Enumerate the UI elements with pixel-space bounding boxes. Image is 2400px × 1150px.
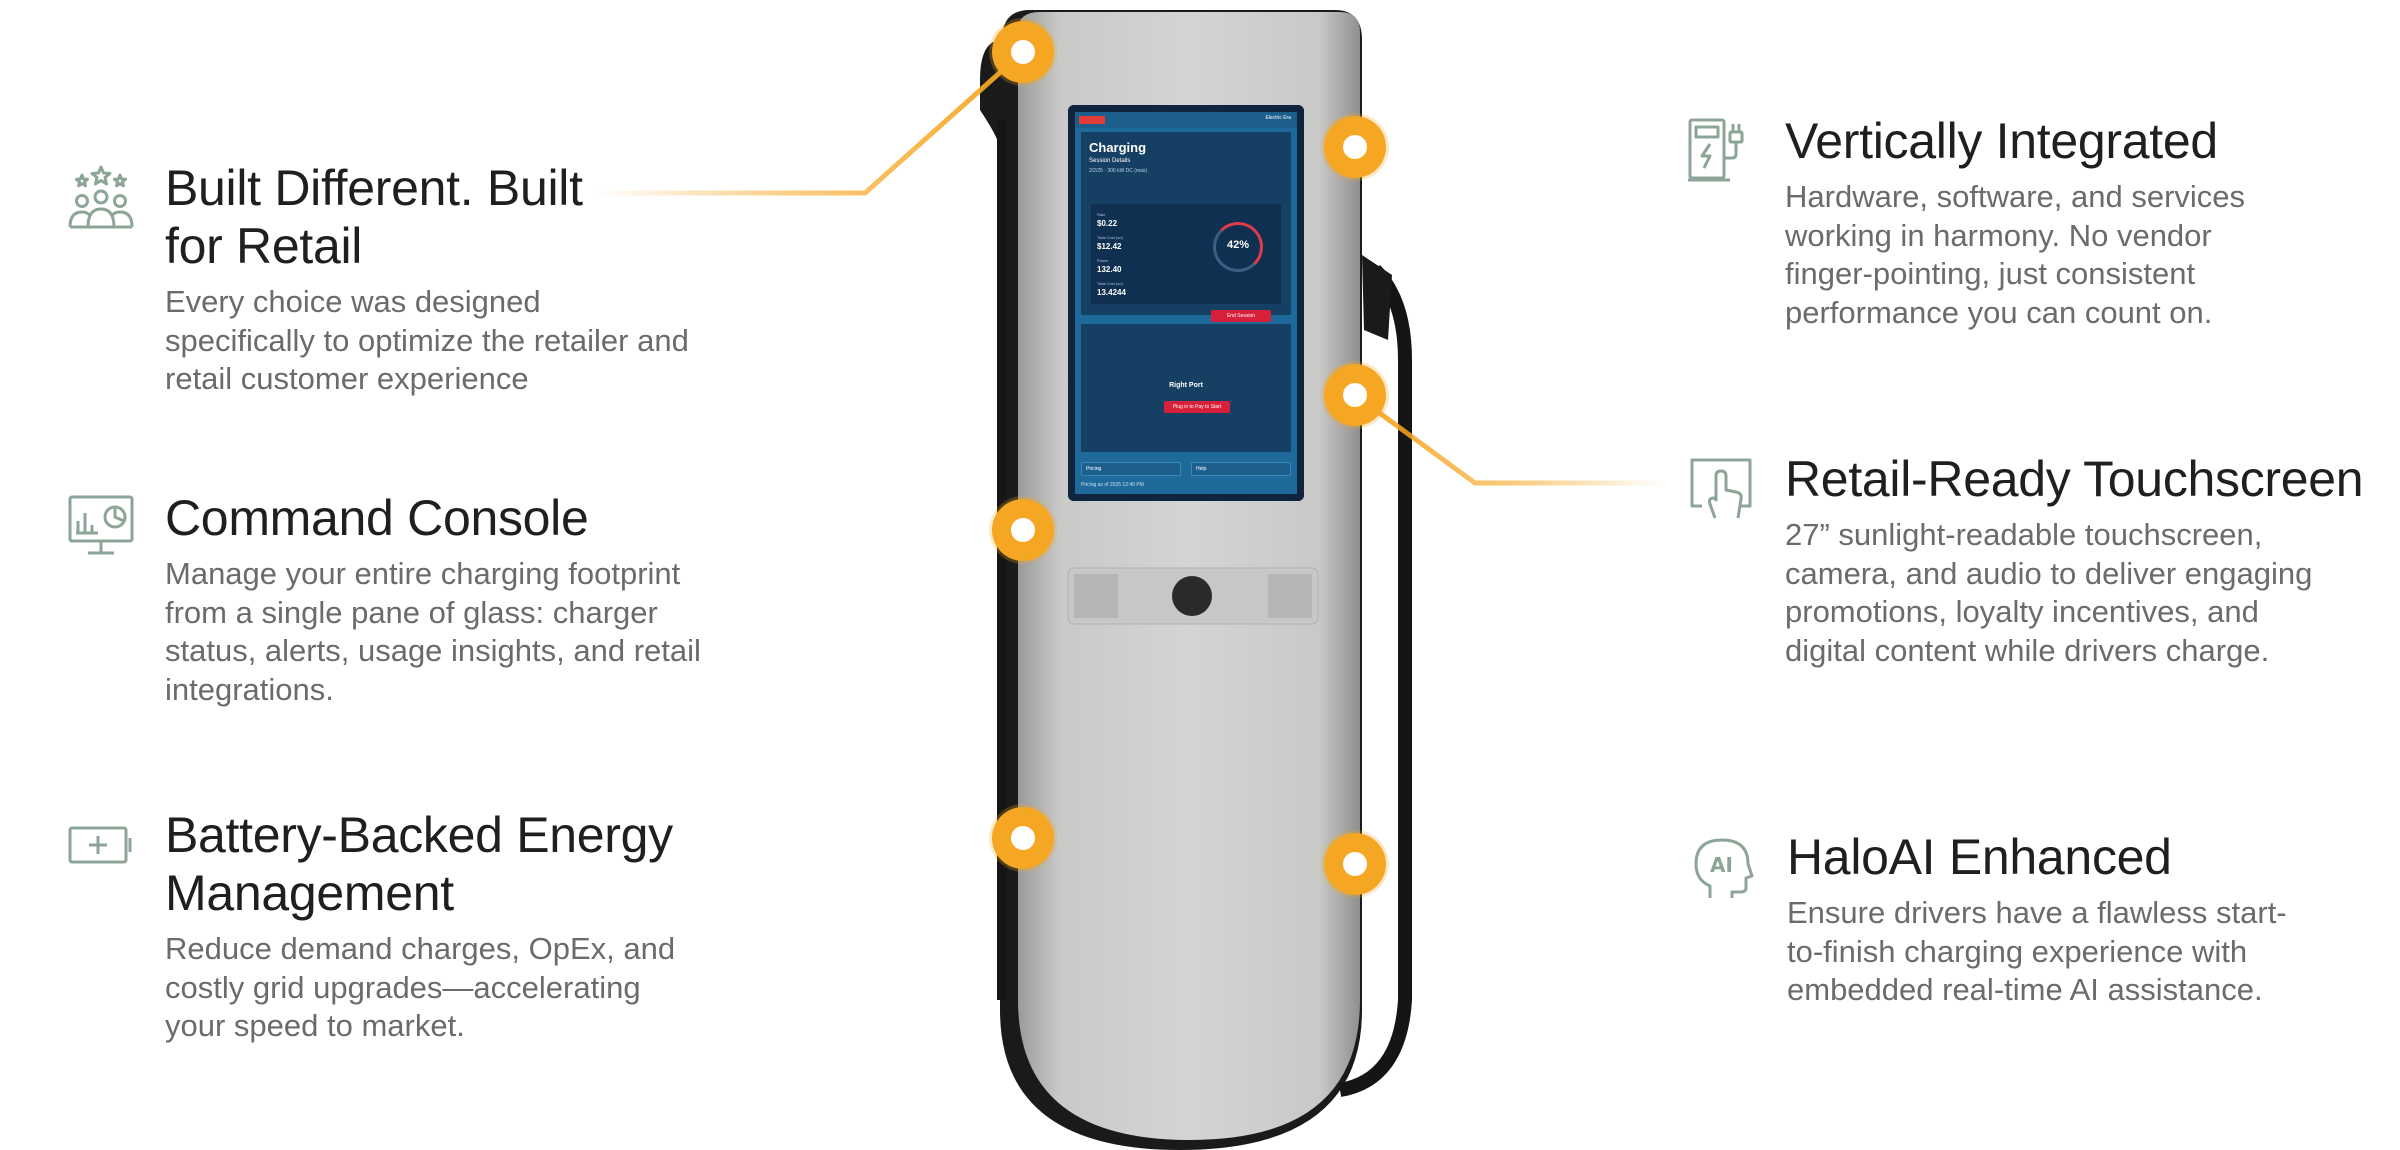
row-label: Total Cost (so) bbox=[1097, 281, 1123, 286]
charge-ring bbox=[1213, 222, 1263, 272]
feature-body: Every choice was designed specifically t… bbox=[165, 284, 689, 396]
screen-display: Electric Era Charging Session Details 2/… bbox=[1075, 112, 1297, 494]
row-label: Total Cost (so) bbox=[1097, 235, 1123, 240]
screen-brand: Electric Era bbox=[1265, 115, 1291, 121]
end-session-button[interactable]: End Session bbox=[1211, 310, 1271, 322]
row-value: 132.40 bbox=[1097, 265, 1122, 274]
charge-percent: 42% bbox=[1226, 239, 1250, 251]
people-stars-icon bbox=[68, 165, 134, 229]
callout-dot bbox=[992, 21, 1054, 83]
callout-dot bbox=[1324, 364, 1386, 426]
row-value: $0.22 bbox=[1097, 219, 1118, 228]
feature-title: Command Console bbox=[165, 490, 589, 546]
pricing-select[interactable]: Pricing bbox=[1081, 462, 1181, 476]
row-label: Power bbox=[1097, 258, 1109, 263]
feature-body: 27” sunlight-readable touchscreen, camer… bbox=[1785, 517, 2313, 668]
feature-title: Battery-Backed Energy Management bbox=[165, 807, 673, 921]
monitor-chart-icon bbox=[68, 495, 134, 555]
touch-hand-icon bbox=[1690, 458, 1752, 519]
feature-title: Built Different. Built for Retail bbox=[165, 160, 583, 274]
session-sub: 2/2/25 · 300 kW DC (max) bbox=[1089, 168, 1148, 174]
ev-charger-plug-icon bbox=[1688, 118, 1744, 182]
feature-body: Manage your entire charging footprint fr… bbox=[165, 556, 701, 707]
feature-title: HaloAI Enhanced bbox=[1787, 829, 2172, 885]
battery-icon bbox=[68, 826, 132, 864]
help-select[interactable]: Help bbox=[1191, 462, 1291, 476]
retailer-logo bbox=[1079, 116, 1105, 124]
callout-dot bbox=[1324, 116, 1386, 178]
charging-title: Charging bbox=[1089, 140, 1147, 155]
row-value: $12.42 bbox=[1097, 242, 1122, 251]
charger-touchscreen[interactable]: Electric Era Charging Session Details 2/… bbox=[1068, 105, 1304, 501]
svg-text:AI: AI bbox=[1710, 853, 1733, 877]
port-card: Right Port Plug in to Pay to Start bbox=[1081, 324, 1291, 452]
feature-title: Retail-Ready Touchscreen bbox=[1785, 451, 2364, 507]
feature-body: Reduce demand charges, OpEx, and costly … bbox=[165, 931, 676, 1043]
feature-body: Ensure drivers have a flawless start-to-… bbox=[1787, 895, 2287, 1007]
callout-dot bbox=[992, 499, 1054, 561]
charging-card: Charging Session Details 2/2/25 · 300 kW… bbox=[1081, 132, 1291, 322]
screen-footer: Pricing as of 2025 12:40 PM bbox=[1081, 482, 1144, 488]
screen-header: Electric Era bbox=[1075, 112, 1297, 128]
callout-dot bbox=[1324, 833, 1386, 895]
feature-title: Vertically Integrated bbox=[1785, 113, 2218, 169]
callout-dot bbox=[992, 807, 1054, 869]
row-label: Rate bbox=[1097, 212, 1106, 217]
plug-in-button[interactable]: Plug in to Pay to Start bbox=[1164, 401, 1230, 413]
row-value: 13.4244 bbox=[1097, 288, 1126, 297]
ai-head-icon: AI bbox=[1694, 838, 1754, 898]
feature-body: Hardware, software, and services working… bbox=[1785, 179, 2246, 330]
port-label: Right Port bbox=[1169, 382, 1203, 389]
session-label: Session Details bbox=[1089, 158, 1131, 164]
